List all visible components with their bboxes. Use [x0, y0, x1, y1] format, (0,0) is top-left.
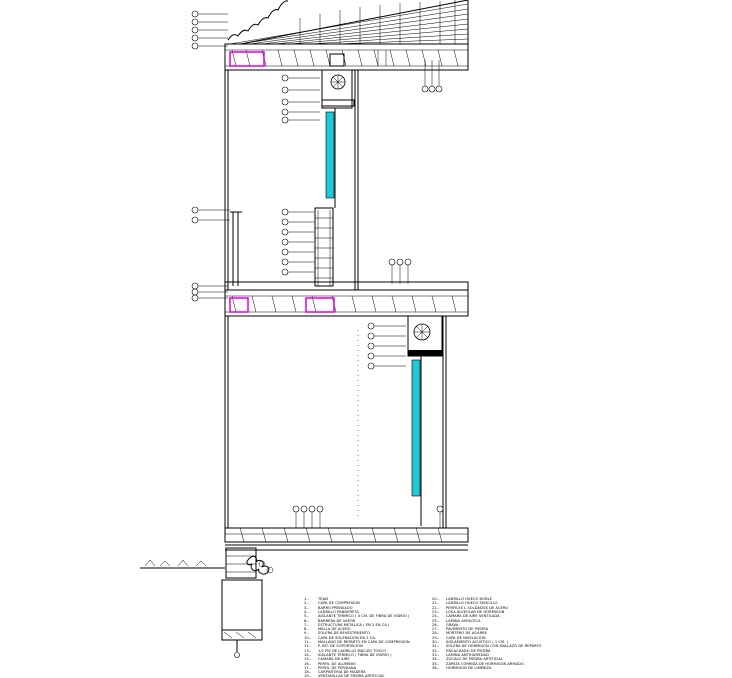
callouts — [191, 10, 444, 528]
lower-floor-wall — [224, 315, 447, 530]
foundation — [140, 527, 469, 658]
intermediate-slab — [224, 281, 469, 317]
roof — [224, 0, 469, 71]
upper-floor-wall — [224, 69, 359, 290]
